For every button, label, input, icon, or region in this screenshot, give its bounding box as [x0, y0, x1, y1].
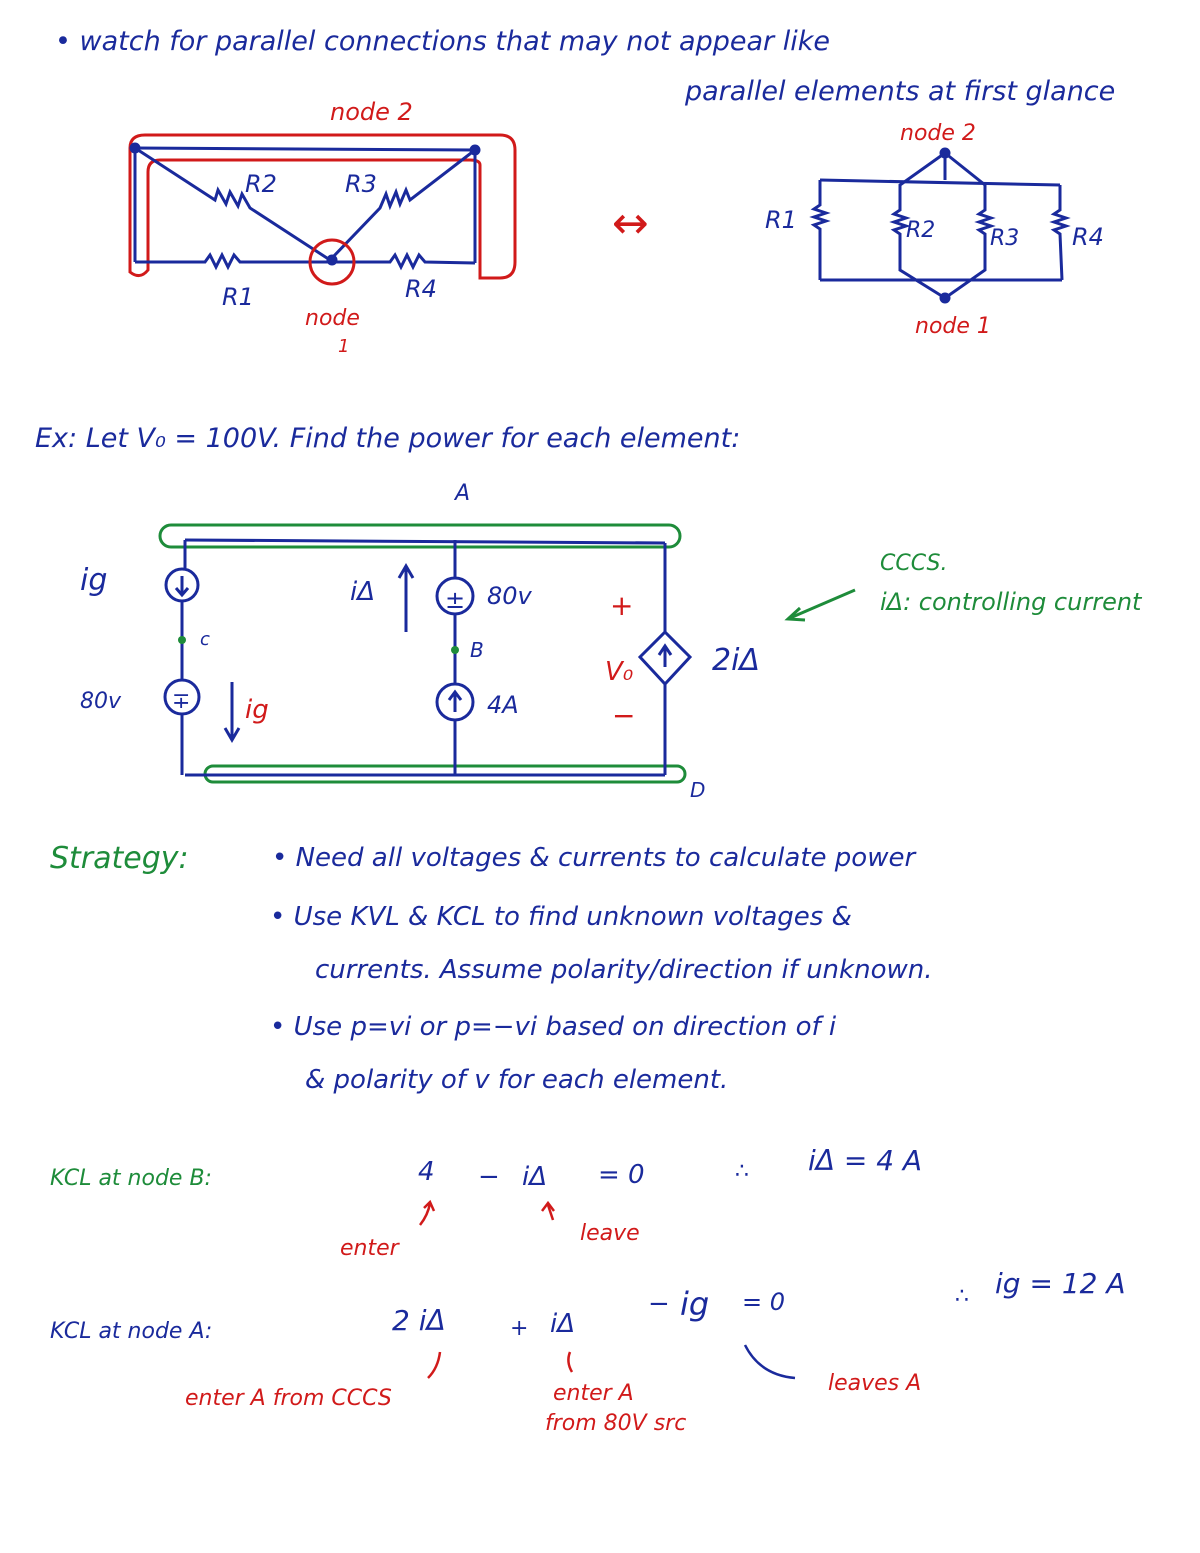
left-r4-label: R4	[405, 275, 437, 303]
strategy-line-5: & polarity of v for each element.	[305, 1065, 728, 1095]
kcl-b-idelta: iΔ	[522, 1162, 547, 1192]
node-b-label: B	[470, 638, 484, 662]
right-r2-label: R2	[906, 218, 935, 243]
node-a-highlight	[158, 523, 682, 549]
kcl-a-therefore: ∴	[955, 1284, 969, 1309]
kcl-b-enter: enter	[340, 1236, 401, 1261]
left-node1-label: node	[305, 306, 360, 331]
node1-circle	[308, 238, 356, 286]
strategy-line-3: currents. Assume polarity/direction if u…	[315, 955, 933, 985]
kcl-a-minus: −	[648, 1289, 670, 1319]
kcl-a-note-3: leaves A	[828, 1371, 921, 1396]
kcl-a-zero: = 0	[742, 1288, 785, 1316]
kcl-a-plus: +	[510, 1316, 528, 1341]
right-r3-label: R3	[990, 226, 1019, 251]
example-circuit	[163, 538, 693, 777]
mid-src-polarity: ±	[445, 586, 465, 614]
kcl-a-note-1: enter A from CCCS	[185, 1386, 392, 1411]
right-r4-label: R4	[1072, 223, 1104, 251]
dependent-source-label: 2iΔ	[712, 643, 760, 678]
vo-plus: +	[610, 589, 633, 622]
i-delta-label: iΔ	[350, 577, 375, 607]
heading-line-2: parallel elements at first glance	[684, 76, 1115, 107]
80v-left-label: 80v	[80, 689, 122, 714]
kcl-a-idelta: iΔ	[550, 1309, 575, 1339]
kcl-a-prefix: KCL at node A:	[50, 1319, 212, 1344]
equivalence-arrow: ↔	[612, 198, 649, 249]
left-node1-number: 1	[338, 336, 349, 357]
strategy-label: Strategy:	[50, 841, 189, 876]
kcl-a-result: ig = 12 A	[995, 1267, 1126, 1300]
strategy-line-4: • Use p=vi or p=−vi based on direction o…	[270, 1012, 837, 1042]
right-circuit	[809, 147, 1071, 304]
heading-line-1: • watch for parallel connections that ma…	[55, 26, 830, 57]
80v-mid-label: 80v	[487, 582, 533, 610]
vo-label: V₀	[605, 657, 634, 687]
4a-label: 4A	[487, 691, 519, 719]
node-c-label: c	[200, 629, 210, 650]
kcl-b-leave: leave	[580, 1221, 640, 1246]
vo-minus: −	[612, 699, 635, 732]
kcl-b-therefore: ∴	[735, 1159, 749, 1184]
strategy-line-1: • Need all voltages & currents to calcul…	[272, 843, 917, 873]
kcl-b-prefix: KCL at node B:	[50, 1166, 212, 1191]
left-r2-label: R2	[245, 170, 277, 198]
kcl-a-2idelta: 2 iΔ	[392, 1304, 446, 1337]
node2-highlight	[128, 133, 517, 280]
right-node2-label: node 2	[900, 121, 976, 146]
left-r1-label: R1	[222, 283, 254, 311]
cccs-title: CCCS.	[880, 551, 947, 576]
ig-left-label: ig	[80, 563, 107, 598]
kcl-a-note-2b: from 80V src	[545, 1411, 686, 1436]
left-node2-label: node 2	[330, 98, 413, 126]
right-r1-label: R1	[765, 206, 797, 234]
kcl-a-ig: ig	[680, 1285, 709, 1323]
kcl-a-note-2a: enter A	[553, 1381, 634, 1406]
kcl-b-4: 4	[418, 1157, 435, 1187]
left-r3-label: R3	[345, 170, 377, 198]
left-src-polarity: ∓	[172, 689, 190, 714]
cccs-note: iΔ: controlling current	[880, 588, 1143, 616]
ig-arrow-label: ig	[245, 695, 269, 725]
example-statement: Ex: Let V₀ = 100V. Find the power for ea…	[35, 423, 740, 454]
right-node1-label: node 1	[915, 314, 991, 339]
strategy-line-2: • Use KVL & KCL to find unknown voltages…	[270, 902, 852, 932]
node-d-label: D	[690, 778, 705, 802]
node-a-label: A	[453, 481, 470, 506]
kcl-b-minus: −	[478, 1162, 500, 1192]
left-circuit	[128, 133, 517, 286]
kcl-b-result: iΔ = 4 A	[808, 1144, 922, 1177]
kcl-b-zero: = 0	[598, 1160, 645, 1190]
